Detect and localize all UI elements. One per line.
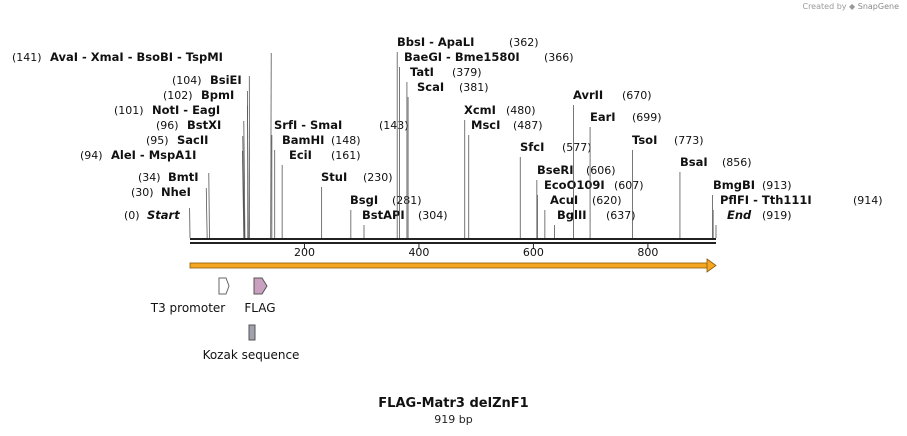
site-label: BamHI <box>282 133 324 147</box>
site-label: BpmI <box>201 88 234 102</box>
orf-arrow-head <box>706 258 717 273</box>
site-position: (381) <box>459 81 489 94</box>
site-position: (96) <box>156 119 179 132</box>
credit-prefix: Created by <box>802 2 847 11</box>
ruler-tick-label: 800 <box>637 246 658 259</box>
site-position: (620) <box>592 194 622 207</box>
site-label: TsoI <box>632 133 657 147</box>
site-label: NotI - EagI <box>152 103 220 117</box>
flag-tag-icon <box>253 277 268 295</box>
site-position: (366) <box>544 51 574 64</box>
site-leader-line <box>242 135 245 239</box>
plasmid-title: FLAG-Matr3 delZnF1 <box>378 396 529 411</box>
site-position: (606) <box>586 164 616 177</box>
site-leader-line <box>205 187 208 239</box>
site-position: (487) <box>513 119 543 132</box>
site-label: AcuI <box>550 193 578 207</box>
ruler-tick-label: 600 <box>523 246 544 259</box>
site-position: (148) <box>331 134 361 147</box>
site-leader-line <box>243 120 246 239</box>
site-label: EarI <box>590 110 616 124</box>
site-label: PflFI - Tth111I <box>720 193 812 207</box>
site-label: BaeGI - Bme1580I <box>404 50 520 64</box>
site-position: (670) <box>622 89 652 102</box>
site-position: (699) <box>632 111 662 124</box>
site-leader-line <box>247 90 249 239</box>
site-position: (30) <box>131 186 154 199</box>
snapgene-logo-icon: ◆ <box>849 2 856 11</box>
site-label: TatI <box>410 65 434 79</box>
site-label: BsiEI <box>210 73 242 87</box>
site-position: (230) <box>363 171 393 184</box>
site-label: End <box>727 208 752 222</box>
site-position: (577) <box>562 141 592 154</box>
site-label: AleI - MspA1I <box>111 148 196 162</box>
site-position: (141) <box>12 51 42 64</box>
site-label: BsaI <box>680 155 708 169</box>
site-position: (919) <box>762 209 792 222</box>
site-label: BstAPI <box>362 208 405 222</box>
site-label: ScaI <box>417 80 444 94</box>
feature-label-flag: FLAG <box>244 301 275 315</box>
site-label: EciI <box>289 148 312 162</box>
site-position: (607) <box>614 179 644 192</box>
ruler-tick-label: 200 <box>294 246 315 259</box>
site-position: (161) <box>331 149 361 162</box>
site-label: NheI <box>161 185 191 199</box>
site-position: (914) <box>853 194 883 207</box>
site-position: (480) <box>506 104 536 117</box>
site-position: (0) <box>124 209 140 222</box>
orf-arrow-body <box>189 262 709 269</box>
site-position: (304) <box>418 209 448 222</box>
site-label: BstXI <box>187 118 221 132</box>
site-label: SrfI - SmaI <box>274 118 342 132</box>
site-label: MscI <box>471 118 500 132</box>
site-label: BglII <box>557 208 587 222</box>
site-position: (143) <box>379 119 409 132</box>
site-label: XcmI <box>464 103 496 117</box>
snapgene-credit: Created by ◆ SnapGene <box>802 2 899 11</box>
site-leader-line <box>270 52 272 239</box>
site-position: (913) <box>762 179 792 192</box>
site-position: (856) <box>722 156 752 169</box>
site-label: Start <box>147 208 180 222</box>
site-position: (773) <box>674 134 704 147</box>
site-label: BsgI <box>350 193 378 207</box>
feature-label-t3-promoter: T3 promoter <box>150 301 226 315</box>
site-label: EcoO109I <box>544 178 605 192</box>
site-label: AvaI - XmaI - BsoBI - TspMI <box>50 50 223 64</box>
site-position: (94) <box>80 149 103 162</box>
site-position: (362) <box>509 36 539 49</box>
kozak-sequence-icon <box>248 324 256 341</box>
credit-brand: SnapGene <box>857 2 899 11</box>
site-position: (102) <box>163 89 193 102</box>
site-leader-line <box>242 150 245 239</box>
site-label: BbsI - ApaLI <box>397 35 474 49</box>
site-leader-line <box>208 172 210 239</box>
site-label: StuI <box>321 170 347 184</box>
site-label: SfcI <box>520 140 544 154</box>
site-position: (95) <box>146 134 169 147</box>
site-label: AvrII <box>573 88 603 102</box>
site-label: BmgBI <box>713 178 755 192</box>
t3-promoter-icon <box>218 277 230 295</box>
ruler-tick-label: 400 <box>408 246 429 259</box>
plasmid-length: 919 bp <box>434 413 473 426</box>
feature-label-kozak: Kozak sequence <box>203 348 300 362</box>
site-label: BseRI <box>537 163 574 177</box>
site-position: (379) <box>452 66 482 79</box>
site-label: BmtI <box>168 170 199 184</box>
site-position: (104) <box>172 74 202 87</box>
site-position: (34) <box>138 171 161 184</box>
site-position: (101) <box>114 104 144 117</box>
site-position: (637) <box>606 209 636 222</box>
site-label: SacII <box>177 133 208 147</box>
